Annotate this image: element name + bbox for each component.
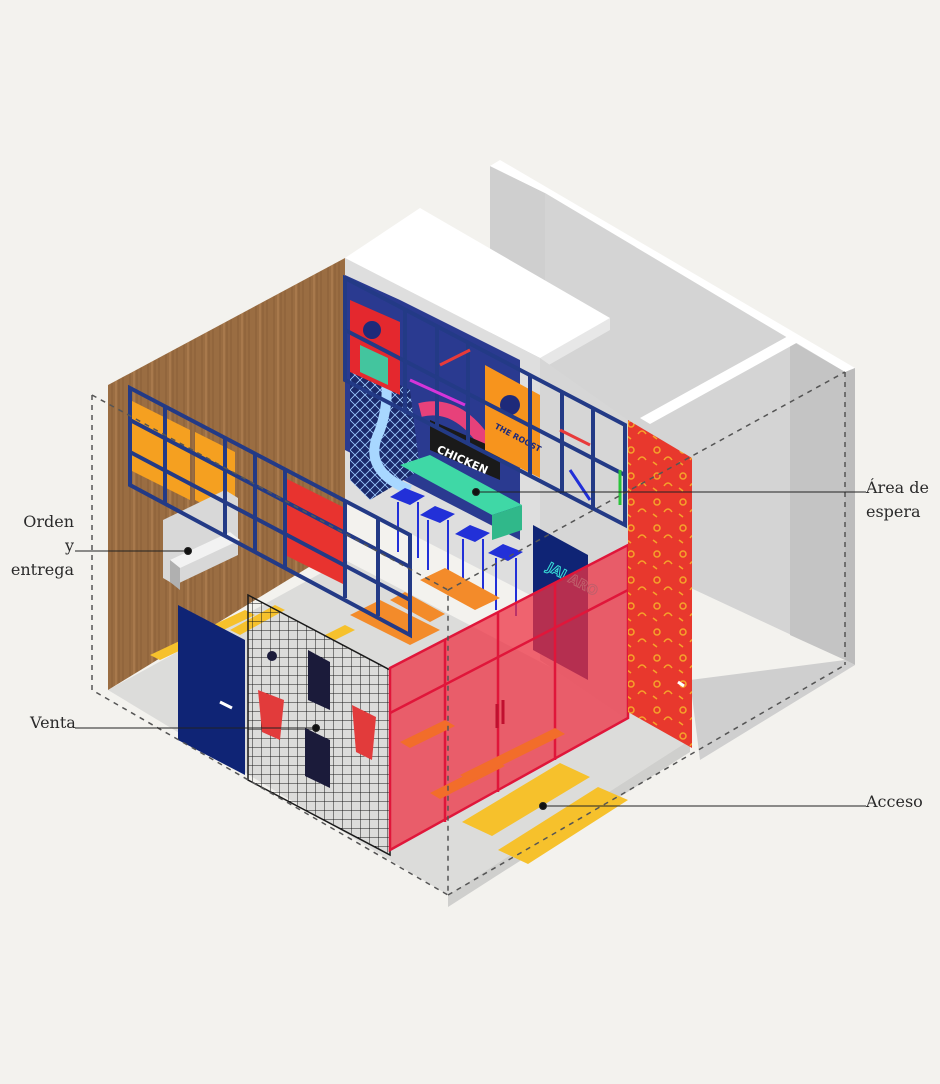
- callouts: [75, 488, 866, 810]
- callout-area: [472, 488, 866, 496]
- label-acceso: Acceso: [866, 792, 923, 811]
- accent-bars: [409, 348, 622, 505]
- stool: [420, 506, 455, 576]
- label-area-line1: Área de: [866, 478, 930, 497]
- doodle-panel: [628, 420, 692, 748]
- callout-acceso: [539, 802, 866, 810]
- callout-venta: [75, 724, 320, 732]
- glass-front: [388, 542, 630, 853]
- waiting-counter: [400, 455, 522, 540]
- roof-slab: [345, 208, 610, 370]
- label-orden-y-entrega: Orden y entrega: [0, 510, 74, 582]
- merchandise-mesh: [247, 593, 391, 857]
- label-area-line2: espera: [866, 502, 921, 521]
- label-venta: Venta: [30, 713, 76, 732]
- label-area-de-espera: Área de espera: [866, 476, 929, 524]
- dashed-outline: [91, 371, 846, 897]
- label-orden-line1: Orden: [23, 512, 74, 531]
- poster-the-roost: THE ROOST: [485, 365, 543, 478]
- wood-wall-grid: [128, 384, 412, 639]
- bar-stools: [390, 488, 523, 616]
- back-wall-grid: [343, 274, 627, 529]
- callout-orden: [75, 547, 192, 555]
- label-orden-line2: y entrega: [10, 536, 74, 579]
- front-left-door: [178, 605, 245, 775]
